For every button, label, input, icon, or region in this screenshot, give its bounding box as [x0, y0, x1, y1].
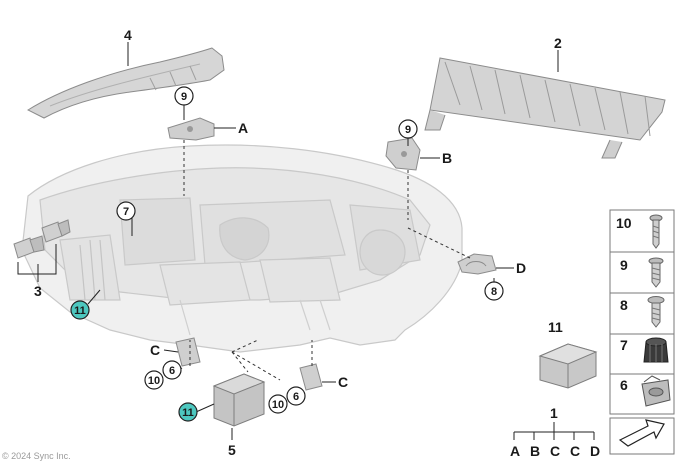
part-6-clip-left — [175, 337, 201, 367]
letter-B: B — [442, 150, 452, 166]
circle-10-right: 10 — [268, 394, 288, 414]
part-11-box: 11 — [538, 319, 598, 389]
orientation-arrow-box — [609, 417, 675, 455]
label-part-2: 2 — [554, 35, 562, 51]
part-2-ribbed-bracket — [424, 57, 666, 159]
svg-text:7: 7 — [123, 206, 129, 218]
svg-text:9: 9 — [405, 124, 411, 136]
part-3-bulb-sockets — [13, 219, 71, 259]
label-part-1: 1 — [550, 405, 558, 421]
circle-6-left: 6 — [162, 360, 182, 380]
label-part-3: 3 — [34, 283, 42, 299]
letter-C-left: C — [150, 342, 160, 358]
screw-long-icon — [649, 214, 663, 249]
svg-text:8: 8 — [491, 286, 497, 298]
legend-letter-1: A — [510, 443, 520, 459]
panel-label-8: 8 — [620, 297, 628, 313]
part-6-clip-right — [299, 363, 323, 391]
part-8-clip — [457, 253, 497, 275]
svg-text:6: 6 — [169, 365, 175, 377]
label-part-4: 4 — [124, 27, 132, 43]
grommet-nut-icon — [643, 337, 669, 363]
svg-text:9: 9 — [181, 91, 187, 103]
circle-7: 7 — [116, 201, 136, 221]
leader-lines — [17, 42, 559, 440]
circle-9-left: 9 — [174, 86, 194, 106]
svg-text:10: 10 — [272, 399, 284, 411]
part-9-bracket-left — [167, 117, 215, 141]
svg-text:11: 11 — [74, 305, 86, 317]
hardware-panel: 10 9 8 7 6 — [609, 209, 675, 415]
legend-letter-3: C — [550, 443, 560, 459]
circle-9-right: 9 — [398, 119, 418, 139]
panel-label-9: 9 — [620, 257, 628, 273]
clip-nut-icon — [641, 375, 671, 407]
letter-A: A — [238, 120, 248, 136]
dashed-leaders — [183, 140, 471, 381]
legend-letter-2: B — [530, 443, 540, 459]
circle-11-highlight-b: 11 — [178, 402, 198, 422]
label-part-5: 5 — [228, 442, 236, 458]
legend-letter-5: D — [590, 443, 600, 459]
circle-10-left: 10 — [144, 370, 164, 390]
svg-text:6: 6 — [293, 391, 299, 403]
label-part-11-box: 11 — [548, 319, 563, 335]
letter-C-right: C — [338, 374, 348, 390]
footer-text: © 2024 Sync Inc. — [2, 451, 71, 461]
panel-label-6: 6 — [620, 377, 628, 393]
panel-label-10: 10 — [616, 215, 632, 231]
part-4-cover-strip — [26, 47, 225, 119]
part-5-control-module — [212, 373, 266, 427]
circle-6-right: 6 — [286, 386, 306, 406]
circle-11-highlight-a: 11 — [70, 300, 90, 320]
letter-D: D — [516, 260, 526, 276]
headlamp-housing — [21, 144, 463, 353]
panel-label-7: 7 — [620, 337, 628, 353]
part-1-legend: 1 A B C C D — [510, 405, 600, 459]
screw-icon — [648, 257, 664, 288]
direction-arrow-icon — [618, 419, 665, 447]
svg-text:10: 10 — [148, 375, 160, 387]
circle-8: 8 — [484, 281, 504, 301]
flange-screw-icon — [647, 296, 665, 328]
part-9-bracket-right — [385, 137, 421, 171]
svg-text:11: 11 — [182, 407, 194, 419]
legend-letter-4: C — [570, 443, 580, 459]
